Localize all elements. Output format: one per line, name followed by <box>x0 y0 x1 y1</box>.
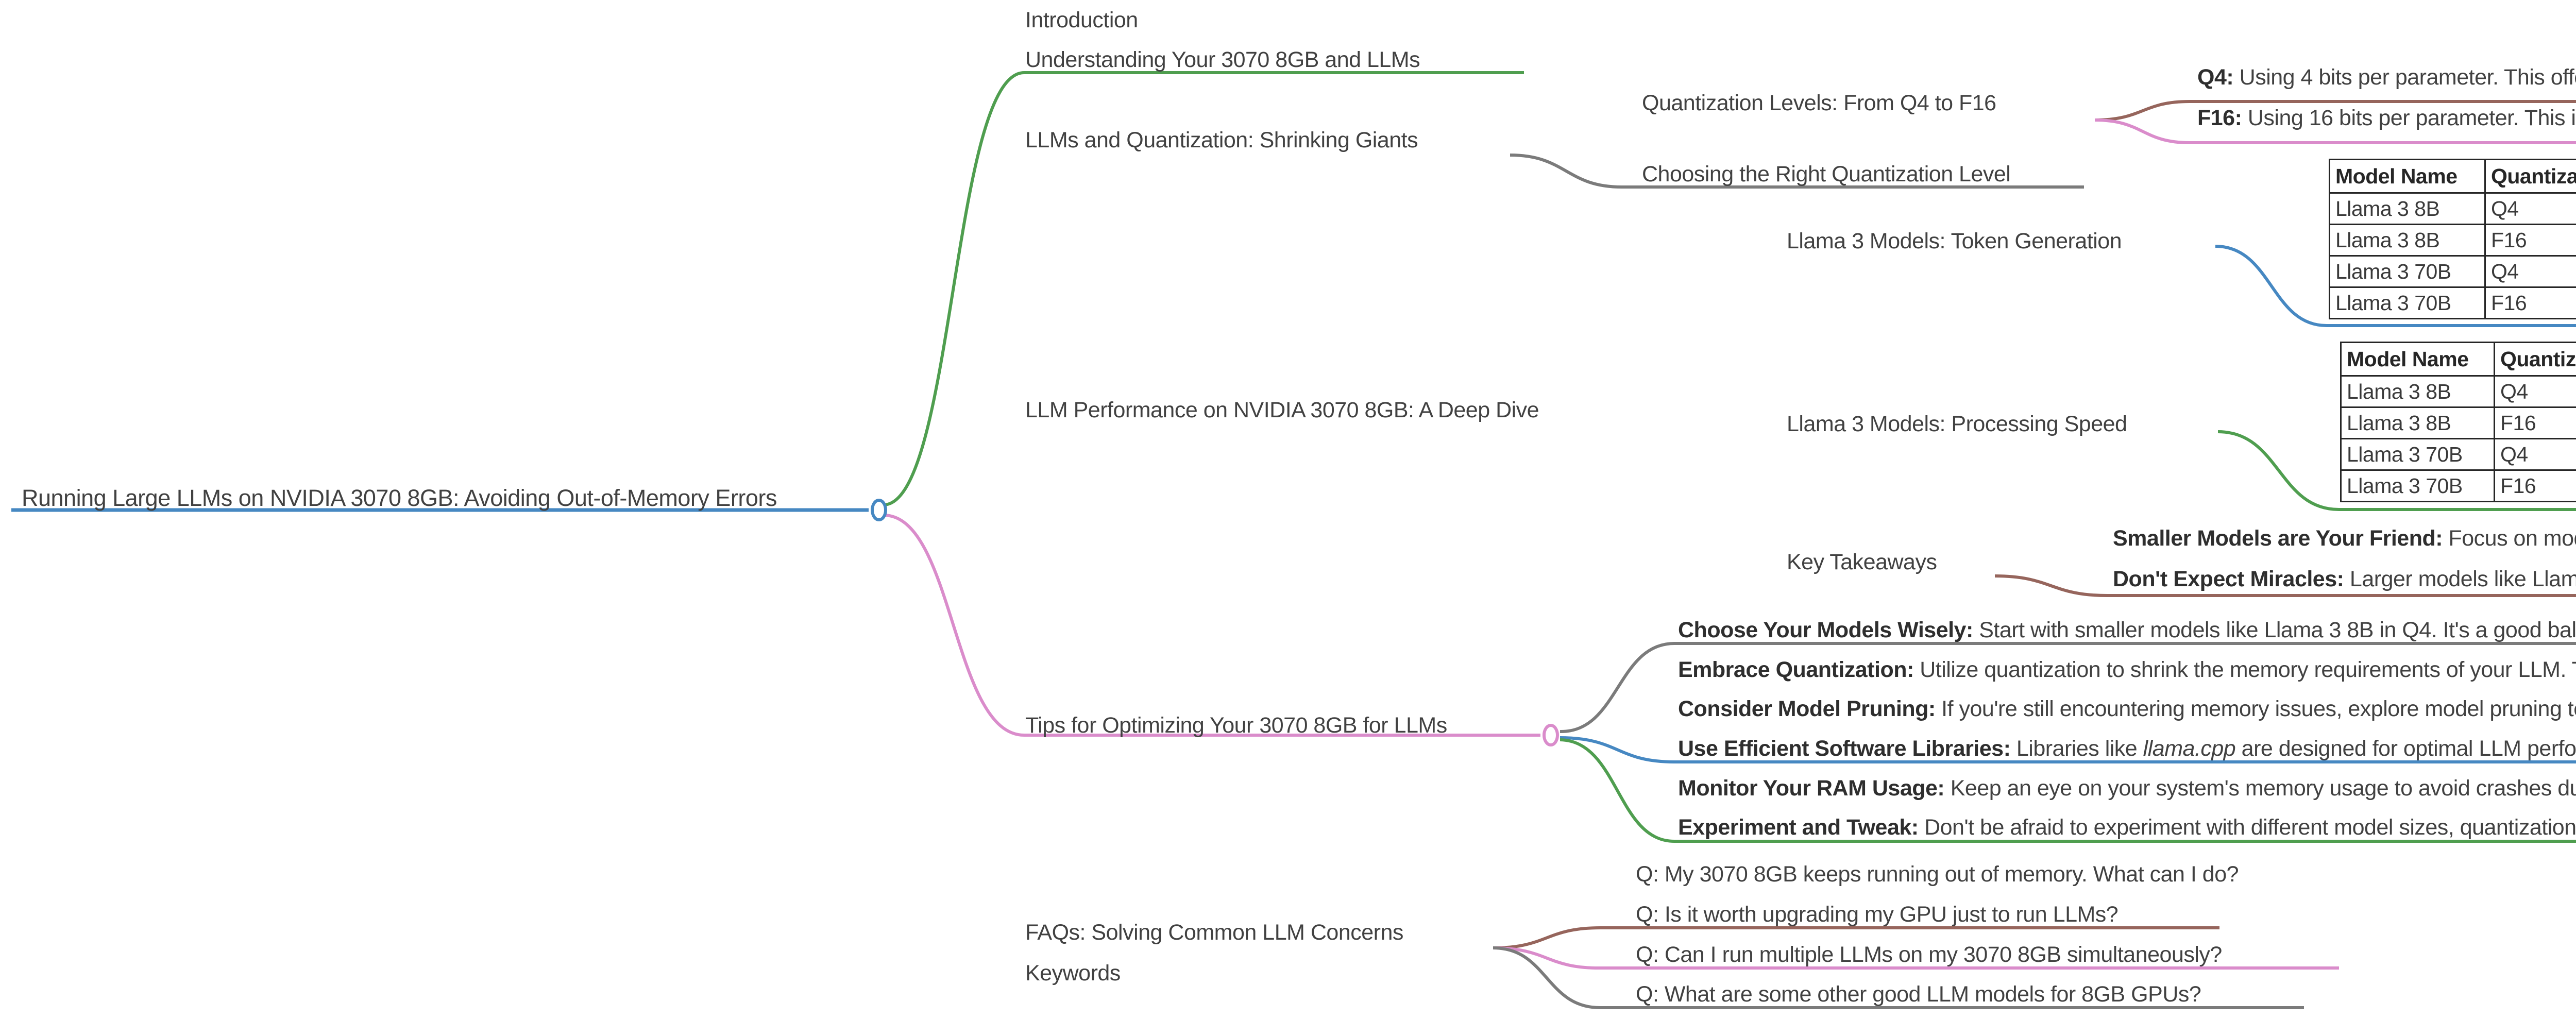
node-faq-q4: Q: What are some other good LLM models f… <box>1636 982 2201 1007</box>
node-q4-line: Q4: Using 4 bits per parameter. This off… <box>2197 65 2576 89</box>
node-tip-monitor-ram: Monitor Your RAM Usage: Keep an eye on y… <box>1678 776 2576 800</box>
takeaway-smaller-term: Smaller Models are Your Friend: <box>2113 526 2443 551</box>
table-cell: Llama 3 70B <box>2329 286 2486 319</box>
table1-header-model: Model Name <box>2329 159 2486 194</box>
node-quantization-levels: Quantization Levels: From Q4 to F16 <box>1642 91 1996 115</box>
table-cell: F16 <box>2484 224 2576 257</box>
node-tip-model-pruning: Consider Model Pruning: If you're still … <box>1678 697 2576 721</box>
f16-desc: Using 16 bits per parameter. This is a g… <box>2247 106 2576 130</box>
node-faqs: FAQs: Solving Common LLM Concerns <box>1025 920 1403 945</box>
node-llms-quantization: LLMs and Quantization: Shrinking Giants <box>1025 128 1418 152</box>
table-cell: Q4 <box>2494 438 2576 471</box>
node-processing-speed: Llama 3 Models: Processing Speed <box>1787 412 2127 436</box>
link-quantlevels-f16 <box>2094 118 2576 144</box>
tip-library-name: llama.cpp <box>2143 736 2236 761</box>
link-faqs-q4 <box>1493 946 2304 1009</box>
table-cell: Llama 3 8B <box>2329 224 2486 257</box>
link-tokengen-table1 <box>2215 245 2576 327</box>
link-quantlevels-q4 <box>2094 100 2576 122</box>
tips-fold-circle[interactable] <box>1543 724 1559 746</box>
node-tip-embrace-quantization: Embrace Quantization: Utilize quantizati… <box>1678 658 2576 682</box>
node-tips: Tips for Optimizing Your 3070 8GB for LL… <box>1025 713 1447 738</box>
tip-term: Embrace Quantization: <box>1678 657 1914 682</box>
table-row: Llama 3 70B Q4 N/A <box>2340 438 2576 471</box>
table-cell: Llama 3 8B <box>2340 375 2495 408</box>
table-row: Llama 3 70B Q4 N/A <box>2329 255 2576 288</box>
node-root: Running Large LLMs on NVIDIA 3070 8GB: A… <box>22 485 777 511</box>
tip-desc: Keep an eye on your system's memory usag… <box>1950 776 2576 801</box>
table-row: Llama 3 8B Q4 70.94 <box>2329 192 2576 225</box>
node-tip-choose-models: Choose Your Models Wisely: Start with sm… <box>1678 618 2576 642</box>
node-faq-q1: Q: My 3070 8GB keeps running out of memo… <box>1636 862 2239 887</box>
table-cell: Llama 3 70B <box>2340 469 2495 502</box>
node-f16-line: F16: Using 16 bits per parameter. This i… <box>2197 106 2576 130</box>
table-row: Model Name Quantization Token Generation… <box>2329 159 2576 194</box>
node-key-takeaways: Key Takeaways <box>1787 550 1937 574</box>
table-cell: F16 <box>2494 469 2576 502</box>
q4-term: Q4: <box>2197 65 2234 90</box>
link-root-understanding <box>883 71 1524 507</box>
link-tips-experiment <box>1560 738 2576 843</box>
table1-header-quant: Quantization <box>2484 159 2576 194</box>
table-cell: Llama 3 8B <box>2340 406 2495 439</box>
table-cell: F16 <box>2484 286 2576 319</box>
node-faq-q2: Q: Is it worth upgrading my GPU just to … <box>1636 902 2119 927</box>
tip-term: Monitor Your RAM Usage: <box>1678 776 1945 801</box>
table-row: Llama 3 8B F16 N/A <box>2340 406 2576 439</box>
table2-header-quant: Quantization <box>2494 342 2576 377</box>
takeaway-miracles-desc: Larger models like Llama 3 70B are likel… <box>2349 567 2576 591</box>
table-cell: Q4 <box>2484 192 2576 225</box>
tip-desc: Libraries like <box>2010 736 2143 761</box>
table-cell: F16 <box>2494 406 2576 439</box>
tip-term: Experiment and Tweak: <box>1678 815 1919 840</box>
tip-term: Consider Model Pruning: <box>1678 697 1936 721</box>
link-faqs-q2 <box>1493 926 2219 949</box>
token-generation-table: Model Name Quantization Token Generation… <box>2329 159 2576 319</box>
link-tips-choose <box>1560 642 2576 734</box>
node-faq-q3: Q: Can I run multiple LLMs on my 3070 8G… <box>1636 942 2222 967</box>
link-root-tips <box>883 513 1540 737</box>
table-row: Llama 3 8B F16 N/A <box>2329 224 2576 257</box>
q4-desc: Using 4 bits per parameter. This offers … <box>2239 65 2576 90</box>
node-understanding: Understanding Your 3070 8GB and LLMs <box>1025 47 1420 72</box>
tip-term: Use Efficient Software Libraries: <box>1678 736 2011 761</box>
node-choosing-level: Choosing the Right Quantization Level <box>1642 162 2011 186</box>
takeaway-smaller-desc: Focus on models like Llama 3 8B in Q4, w… <box>2448 526 2576 551</box>
f16-term: F16: <box>2197 106 2242 130</box>
node-takeaway-smaller: Smaller Models are Your Friend: Focus on… <box>2113 527 2576 550</box>
node-llm-performance: LLM Performance on NVIDIA 3070 8GB: A De… <box>1025 398 1539 422</box>
node-tip-software-libraries: Use Efficient Software Libraries: Librar… <box>1678 737 2576 760</box>
table-cell: Llama 3 70B <box>2340 438 2495 471</box>
table-cell: Q4 <box>2494 375 2576 408</box>
tip-desc: Don't be afraid to experiment with diffe… <box>1924 815 2576 840</box>
table-cell: Q4 <box>2484 255 2576 288</box>
tip-desc: Start with smaller models like Llama 3 8… <box>1979 618 2576 642</box>
tip-term: Choose Your Models Wisely: <box>1678 618 1973 642</box>
link-procspeed-table2 <box>2217 430 2576 511</box>
node-tip-experiment: Experiment and Tweak: Don't be afraid to… <box>1678 816 2576 839</box>
node-token-generation: Llama 3 Models: Token Generation <box>1787 229 2122 253</box>
takeaway-miracles-term: Don't Expect Miracles: <box>2113 567 2344 591</box>
table-row: Llama 3 70B F16 N/A <box>2329 286 2576 319</box>
tip-desc: If you're still encountering memory issu… <box>1941 697 2576 721</box>
tip-desc: Utilize quantization to shrink the memor… <box>1920 657 2576 682</box>
processing-speed-table: Model Name Quantization Processing Speed… <box>2340 342 2576 502</box>
table-cell: Llama 3 8B <box>2329 192 2486 225</box>
table-row: Model Name Quantization Processing Speed… <box>2340 342 2576 377</box>
node-takeaway-miracles: Don't Expect Miracles: Larger models lik… <box>2113 567 2576 591</box>
root-fold-circle[interactable] <box>871 499 887 521</box>
link-tips-libraries <box>1560 736 2576 763</box>
link-faqs-q3 <box>1493 946 2339 970</box>
node-keywords: Keywords <box>1025 961 1121 986</box>
table-cell: Llama 3 70B <box>2329 255 2486 288</box>
table-row: Llama 3 8B Q4 2283.62 <box>2340 375 2576 408</box>
node-introduction: Introduction <box>1025 8 1138 32</box>
link-llmsquant-choosing <box>1510 154 2084 189</box>
tip-desc: are designed for optimal LLM performance… <box>2241 736 2576 761</box>
table2-header-model: Model Name <box>2340 342 2495 377</box>
link-takeaways-miracles <box>1994 574 2576 597</box>
table-row: Llama 3 70B F16 N/A <box>2340 469 2576 502</box>
